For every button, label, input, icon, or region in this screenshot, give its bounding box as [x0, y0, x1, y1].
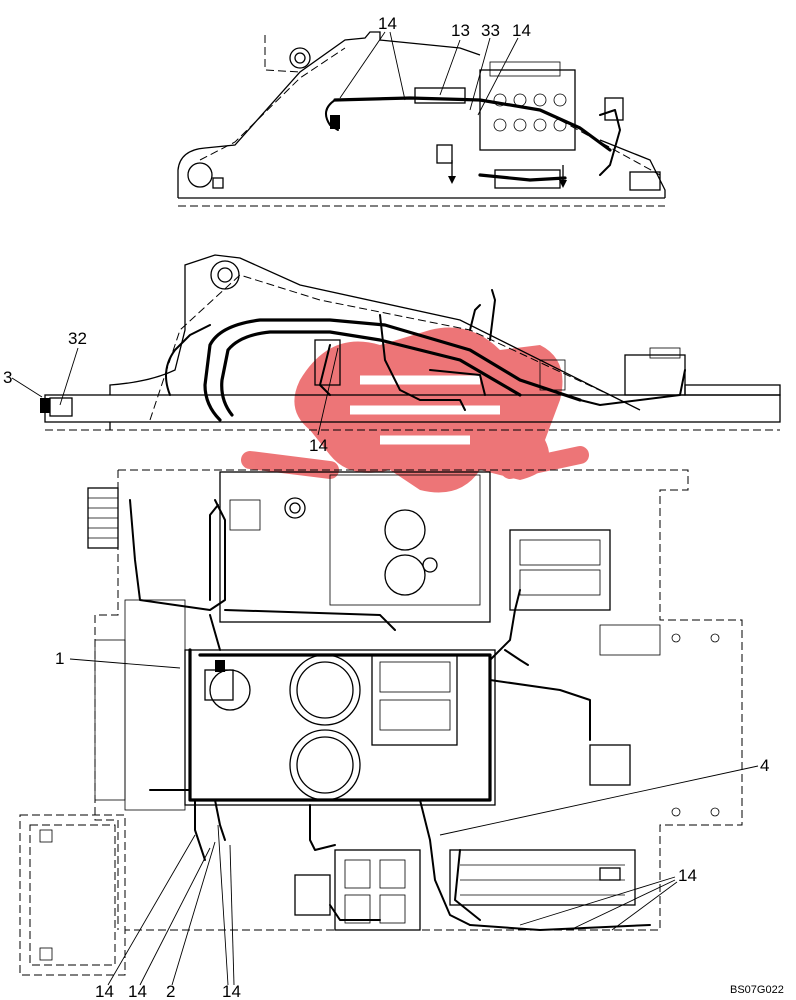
callout-2: 2	[166, 982, 176, 1000]
callout-14: 14	[95, 982, 114, 1000]
callout-4: 4	[760, 756, 770, 775]
watermark-logo	[241, 327, 589, 493]
callout-3: 3	[3, 368, 13, 387]
callout-14: 14	[378, 14, 397, 33]
top-side-view	[177, 31, 666, 207]
drawing-code: BS07G022	[730, 984, 784, 996]
plan-view	[19, 469, 759, 986]
callout-14: 14	[222, 982, 241, 1000]
callout-14: 14	[309, 436, 328, 455]
callout-14: 14	[128, 982, 147, 1000]
callout-1: 1	[55, 649, 65, 668]
callout-32: 32	[68, 329, 87, 348]
callout-13: 13	[451, 21, 470, 40]
middle-side-view	[11, 254, 781, 436]
callout-14: 14	[678, 866, 697, 885]
callout-33: 33	[481, 21, 500, 40]
callout-14: 14	[512, 21, 531, 40]
